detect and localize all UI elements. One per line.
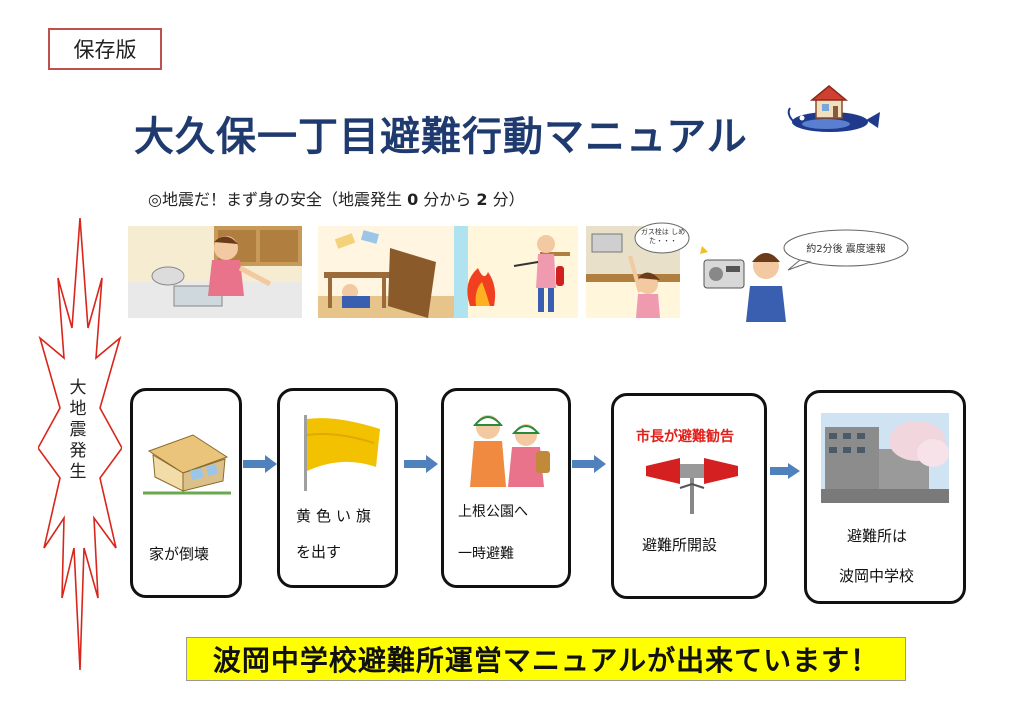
flow-arrow-icon	[404, 455, 438, 473]
step3-label-line1: 上根公園へ	[458, 504, 528, 520]
burst-char: 発	[69, 441, 87, 461]
yellow-flag-icon	[304, 415, 380, 491]
catfish-mascot-icon	[787, 85, 880, 132]
step4-header: 市長が避難勧告	[636, 429, 734, 445]
edition-badge: 保存版	[48, 28, 162, 70]
burst-char: 震	[69, 420, 87, 440]
burst-char: 地	[69, 399, 87, 419]
burst-label: 大 地 震 発 生	[64, 378, 92, 483]
loudspeaker-icon	[646, 458, 738, 514]
radio-listener-illustration	[698, 232, 798, 322]
page-title: 大久保一丁目避難行動マニュアル	[134, 114, 748, 160]
step3-label-line2: 一時避難	[458, 546, 514, 562]
edition-badge-label: 保存版	[73, 38, 137, 62]
step5-label-line2: 波岡中学校	[839, 567, 915, 585]
flow-arrow-icon	[770, 463, 800, 479]
radio-speech-bubble	[783, 229, 909, 271]
manual-notice-banner: 波岡中学校避難所運営マニュアルが出来ています！	[186, 637, 906, 681]
table-shelter-illustration	[318, 226, 454, 318]
flow-arrow-icon	[572, 455, 606, 473]
step2-label-line1: 黄色い旗	[296, 507, 377, 525]
safety-subtitle: ◎地震だ！まず身の安全（地震発生 0 分から 2 分）	[148, 186, 525, 210]
school-building-photo	[821, 413, 949, 503]
flow-step-shelter-opening: 市長が避難勧告 避難所開設	[611, 393, 767, 599]
fire-extinguisher-illustration	[454, 226, 578, 318]
gas-speech-text: ガス栓は しめた・・・	[640, 228, 686, 245]
radio-speech-text: 約2分後 震度速報	[806, 244, 886, 255]
flow-step-park-evacuation: 上根公園へ 一時避難	[441, 388, 571, 588]
step1-label: 家が倒壊	[149, 545, 210, 563]
flow-step-yellow-flag: 黄色い旗 を出す	[277, 388, 398, 588]
gas-speech-bubble	[634, 222, 690, 254]
step4-label: 避難所開設	[642, 536, 718, 554]
manual-notice-text: 波岡中学校避難所運営マニュアルが出来ています！	[212, 644, 880, 677]
flow-arrow-icon	[243, 455, 277, 473]
flow-step-house-collapse: 家が倒壊	[130, 388, 242, 598]
subtitle-end-minute: 2	[476, 190, 488, 209]
subtitle-suffix: 分）	[492, 190, 525, 209]
burst-char: 大	[69, 378, 87, 398]
kitchen-scene-illustration	[128, 226, 302, 318]
collapsed-house-icon	[143, 434, 231, 495]
subtitle-mid: 分から	[423, 190, 472, 209]
evacuating-people-icon	[470, 415, 550, 487]
step5-label-line1: 避難所は	[847, 527, 908, 545]
flow-step-shelter-school: 避難所は 波岡中学校	[804, 390, 966, 604]
burst-char: 生	[69, 462, 87, 482]
subtitle-prefix: ◎地震だ！まず身の安全（地震発生	[148, 190, 402, 209]
step2-label-line2: を出す	[296, 543, 342, 561]
earthquake-burst-icon	[38, 218, 122, 670]
subtitle-start-minute: 0	[407, 190, 419, 209]
